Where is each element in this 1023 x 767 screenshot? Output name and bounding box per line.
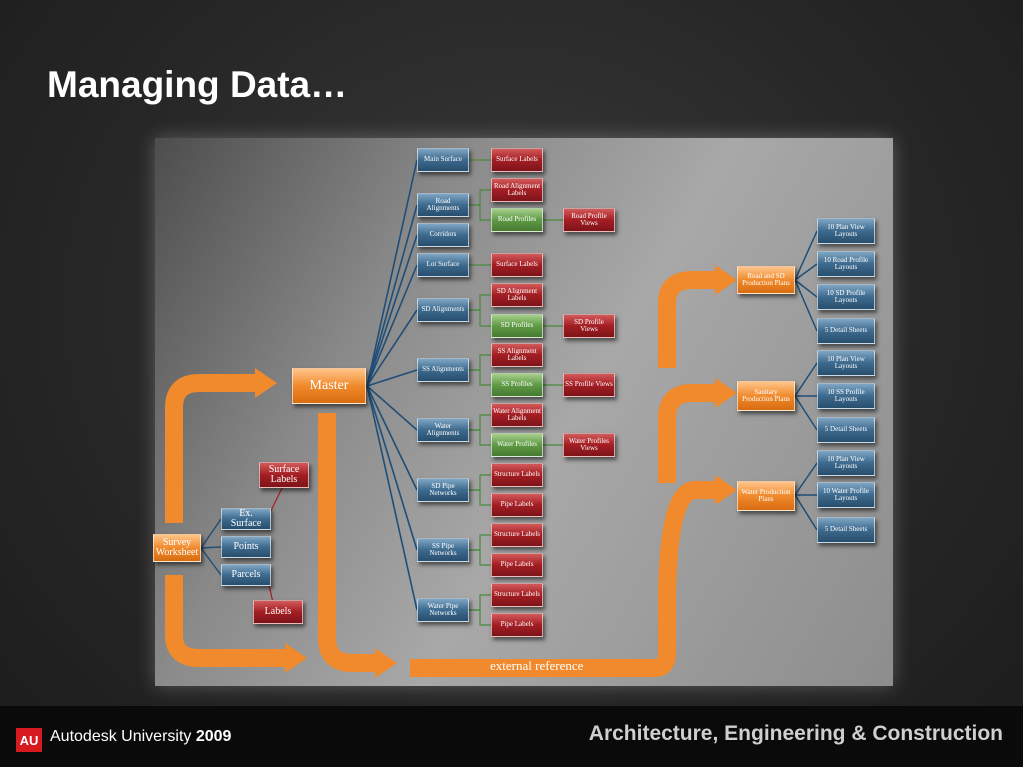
brand-name: Autodesk University: [50, 728, 192, 745]
sd-profile-layouts-node: 10 SD Profile Layouts: [817, 284, 875, 310]
sd-pipe-networks-node: SD Pipe Networks: [417, 478, 469, 502]
parcels-node: Parcels: [221, 564, 271, 586]
sd-alignments-node: SD Alignments: [417, 298, 469, 322]
arrow-survey-to-master: [165, 374, 255, 523]
road-profile-views-node: Road Profile Views: [563, 208, 615, 232]
au-logo: AU: [16, 728, 42, 752]
points-node: Points: [221, 536, 271, 558]
sd-profiles-node: SD Profiles: [491, 314, 543, 338]
lot-surface-labels-node: Surface Labels: [491, 253, 543, 277]
water-pipe-labels-node: Pipe Labels: [491, 613, 543, 637]
survey-surface-labels-node: Surface Labels: [259, 462, 309, 488]
ss-alignments-node: SS Alignments: [417, 358, 469, 382]
ss-profiles-node: SS Profiles: [491, 373, 543, 397]
main-surface-labels-node: Surface Labels: [491, 148, 543, 172]
arrow-survey-to-xref-bottom: [165, 575, 285, 667]
external-reference-label: external reference: [490, 658, 584, 673]
road-sd-plans-node: Road and SD Production Plans: [737, 266, 795, 294]
ss-alignment-labels-node: SS Alignment Labels: [491, 343, 543, 367]
sd-profile-views-node: SD Profile Views: [563, 314, 615, 338]
master-node: Master: [292, 368, 366, 404]
arrow-master-down: [318, 413, 375, 672]
connector-layer: [165, 159, 818, 678]
branch-connectors: [469, 159, 563, 626]
corridors-node: Corridors: [417, 223, 469, 247]
water-alignments-node: Water Alignments: [417, 418, 469, 442]
water-profile-views-node: Water Profiles Views: [563, 433, 615, 457]
ss-pipe-labels-node: Pipe Labels: [491, 553, 543, 577]
brand-year: 2009: [195, 728, 232, 745]
master-fanout: [366, 159, 418, 611]
sd-structure-labels-node: Structure Labels: [491, 463, 543, 487]
slide-title: Managing Data…: [47, 64, 348, 105]
road-detail-sheets-node: 5 Detail Sheets: [817, 318, 875, 344]
footer-brand: Autodesk University 2009: [50, 728, 231, 746]
road-alignment-labels-node: Road Alignment Labels: [491, 178, 543, 202]
production-connectors: [794, 230, 818, 531]
ss-structure-labels-node: Structure Labels: [491, 523, 543, 547]
arrow-xref-to-water: [410, 481, 715, 677]
san-plan-view-node: 10 Plan View Layouts: [817, 350, 875, 376]
sd-pipe-labels-node: Pipe Labels: [491, 493, 543, 517]
survey-connectors: [200, 518, 222, 576]
survey-worksheet-node: Survey Worksheet: [153, 534, 201, 562]
road-alignments-node: Road Alignments: [417, 193, 469, 217]
san-detail-sheets-node: 5 Detail Sheets: [817, 417, 875, 443]
road-profiles-node: Road Profiles: [491, 208, 543, 232]
road-plan-view-node: 10 Plan View Layouts: [817, 218, 875, 244]
ss-profile-views-node: SS Profile Views: [563, 373, 615, 397]
ex-surface-node: Ex. Surface: [221, 508, 271, 530]
water-profile-layouts-node: 10 Water Profile Layouts: [817, 482, 875, 508]
water-structure-labels-node: Structure Labels: [491, 583, 543, 607]
survey-labels-node: Labels: [253, 600, 303, 624]
water-profiles-node: Water Profiles: [491, 433, 543, 457]
water-pipe-networks-node: Water Pipe Networks: [417, 598, 469, 622]
arrow-to-road-sd: [658, 271, 715, 368]
sanitary-plans-node: Sanitary Production Plans: [737, 381, 795, 411]
water-detail-sheets-node: 5 Detail Sheets: [817, 517, 875, 543]
flow-arrows: [165, 271, 715, 677]
footer-bar: AU Autodesk University 2009 Architecture…: [0, 706, 1023, 767]
water-alignment-labels-node: Water Alignment Labels: [491, 403, 543, 427]
ss-pipe-networks-node: SS Pipe Networks: [417, 538, 469, 562]
sd-alignment-labels-node: SD Alignment Labels: [491, 283, 543, 307]
lot-surface-node: Lot Surface: [417, 253, 469, 277]
diagram-panel: Master Survey Worksheet Ex. Surface Poin…: [153, 138, 893, 686]
main-surface-node: Main Surface: [417, 148, 469, 172]
arrow-to-sanitary: [658, 384, 715, 483]
ss-profile-layouts-node: 10 SS Profile Layouts: [817, 383, 875, 409]
arrow-heads: [255, 265, 737, 678]
footer-division: Architecture, Engineering & Construction: [588, 722, 1003, 745]
water-plan-view-node: 10 Plan View Layouts: [817, 450, 875, 476]
water-plans-node: Water Production Plans: [737, 481, 795, 511]
road-profile-layouts-node: 10 Road Profile Layouts: [817, 251, 875, 277]
